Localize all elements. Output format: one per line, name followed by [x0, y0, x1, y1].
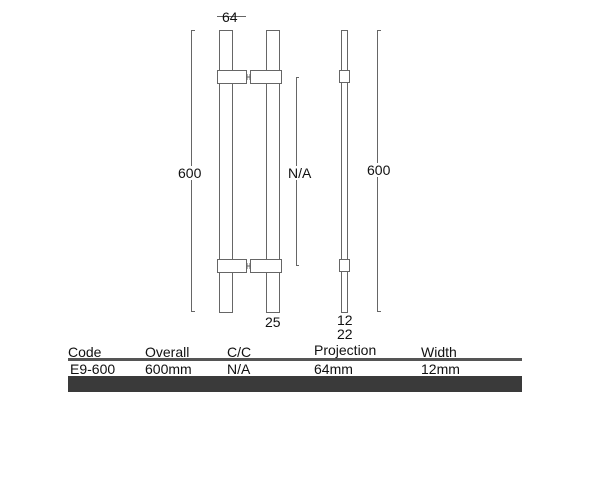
- front-left-bar: [219, 30, 233, 313]
- bar-diameter-label: 25: [265, 314, 281, 330]
- header-cc: C/C: [227, 344, 252, 360]
- cell-projection: 64mm: [314, 361, 353, 377]
- table-header-rule: [68, 358, 522, 361]
- side-height-dim-label: 600: [367, 162, 391, 178]
- width-dim-label: 64: [222, 9, 238, 25]
- side-bottom-standoff: [339, 259, 350, 272]
- cell-code: E9-600: [70, 361, 116, 377]
- cell-overall: 600mm: [145, 361, 192, 377]
- header-overall: Overall: [145, 344, 190, 360]
- front-bottom-right-standoff: [250, 259, 282, 273]
- table-footer-bar: [68, 376, 522, 392]
- cc-dim-label: N/A: [288, 165, 312, 181]
- front-height-dim-label: 600: [177, 165, 203, 181]
- side-bar: [341, 30, 348, 313]
- side-standoff-dim-label: 22: [337, 326, 353, 342]
- side-top-standoff: [339, 70, 350, 83]
- header-width: Width: [421, 344, 457, 360]
- front-top-right-standoff: [250, 70, 282, 84]
- front-right-bar: [266, 30, 280, 313]
- cell-cc: N/A: [227, 361, 251, 377]
- front-top-left-standoff: [217, 70, 247, 84]
- header-code: Code: [68, 344, 102, 360]
- side-bar-dim-label: 12: [337, 312, 353, 328]
- header-projection: Projection: [314, 342, 377, 358]
- front-bottom-left-standoff: [217, 259, 247, 273]
- cell-width: 12mm: [421, 361, 460, 377]
